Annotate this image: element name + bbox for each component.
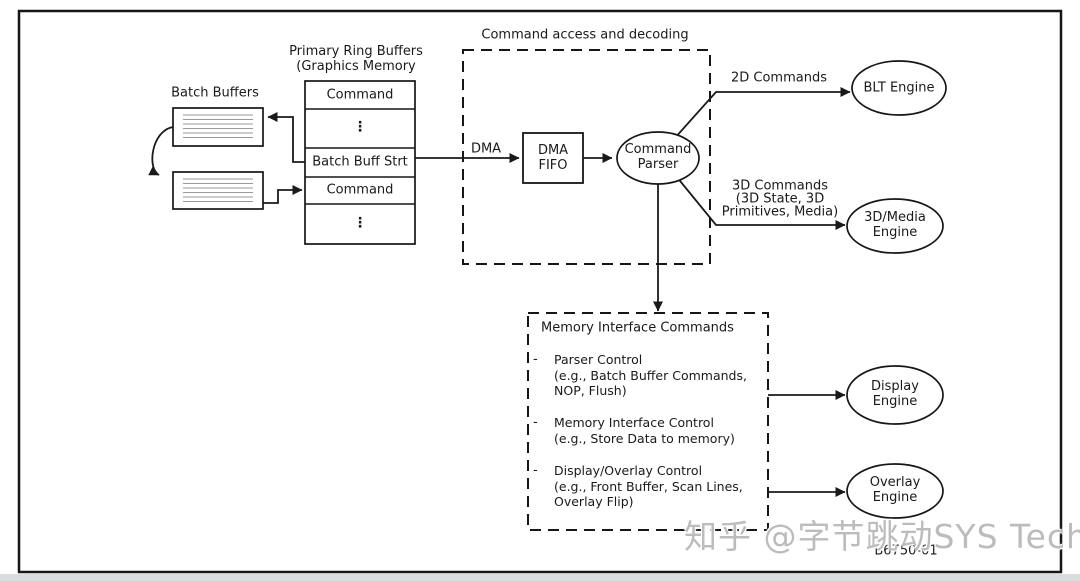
bullet-parser-control: Parser Control (e.g., Batch Buffer Comma… — [554, 352, 747, 398]
batch-buffer-box-2 — [172, 171, 264, 210]
batch-start-connector-arrow — [267, 112, 305, 163]
overlay-engine-ellipse — [846, 463, 944, 519]
3d-media-engine-ellipse — [846, 198, 944, 254]
3d-commands-label: 3D Commands (3D State, 3D Primitives, Me… — [721, 178, 839, 220]
ring-buffer-row-dividers — [305, 108, 415, 205]
bullet-marker-2: - — [533, 415, 538, 430]
ring-row-ellipsis-1: ⋮ — [353, 119, 367, 135]
display-engine-ellipse — [846, 365, 944, 425]
batch-buffers-label: Batch Buffers — [171, 85, 259, 101]
zhihu-watermark: 知乎 @字节跳动SYS Tech — [684, 517, 1080, 556]
2d-commands-label: 2D Commands — [730, 70, 828, 86]
overlay-engine-label: Overlay Engine — [869, 475, 921, 505]
command-access-title: Command access and decoding — [481, 27, 689, 43]
outer-border — [17, 9, 1063, 574]
ring-row-ellipsis-2: ⋮ — [353, 215, 367, 231]
command-access-dashed-box — [462, 49, 711, 265]
bullet-memory-interface-control: Memory Interface Control (e.g., Store Da… — [554, 415, 735, 446]
bottom-gray-strip — [0, 574, 1080, 581]
batch-buffer-box-1 — [172, 107, 264, 147]
batch-buffer-2-ruled-lines — [183, 178, 253, 203]
ring-buffer-title: Primary Ring Buffers (Graphics Memory — [289, 44, 423, 74]
ring-row-command-1: Command — [326, 87, 394, 103]
batch-buffer-1-ruled-lines — [183, 114, 253, 139]
bullet-display-overlay-control: Display/Overlay Control (e.g., Front Buf… — [554, 463, 743, 509]
batch-return-connector-arrow — [263, 185, 303, 204]
command-parser-ellipse — [616, 131, 700, 185]
blt-engine-ellipse — [851, 60, 947, 116]
dma-fifo-box — [522, 132, 584, 184]
ring-row-batch-buff-strt: Batch Buff Strt — [312, 154, 408, 170]
command-parser-label: Command Parser — [624, 142, 692, 172]
display-engine-label: Display Engine — [871, 379, 919, 409]
3d-media-engine-label: 3D/Media Engine — [864, 210, 926, 240]
dma-label: DMA — [470, 141, 502, 157]
figure-id-label: B6750-01 — [874, 543, 938, 559]
commands-3d-arrow — [675, 175, 846, 230]
bullet-marker-1: - — [533, 352, 538, 367]
memory-interface-dashed-box — [527, 312, 769, 531]
ring-buffer-stack — [304, 80, 416, 245]
bullet-marker-3: - — [533, 463, 538, 478]
dma-fifo-label: DMA FIFO — [537, 143, 569, 173]
blt-engine-label: BLT Engine — [863, 80, 935, 96]
commands-2d-arrow — [673, 87, 851, 140]
batch-buffer-loop-arrow — [148, 126, 174, 176]
ring-row-command-2: Command — [326, 182, 394, 198]
memory-interface-title: Memory Interface Commands — [541, 320, 734, 336]
